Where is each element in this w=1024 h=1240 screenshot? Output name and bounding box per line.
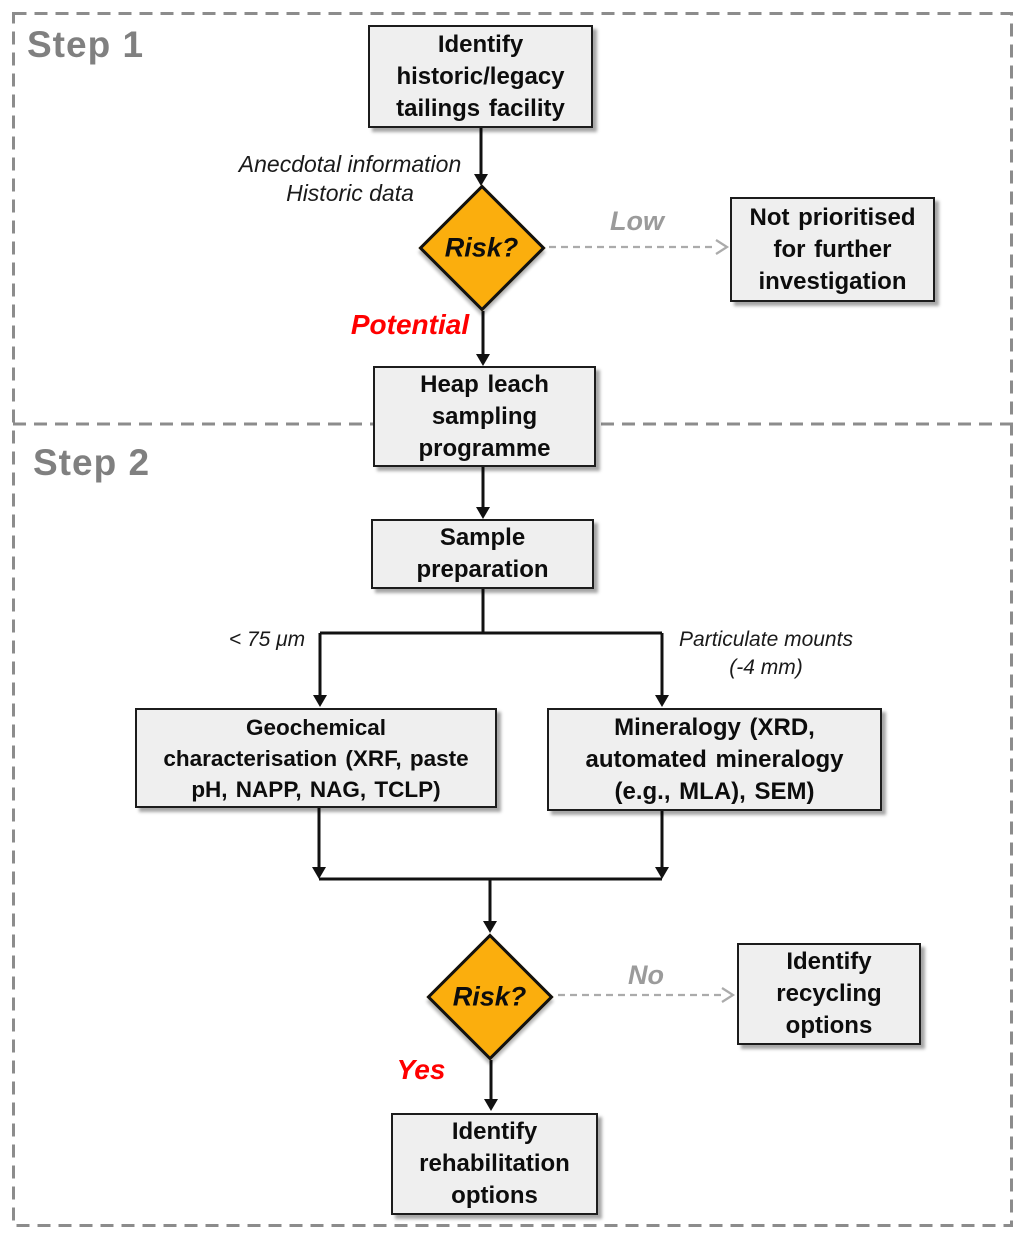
node-geochemical-characterisation: Geochemical characterisation (XRF, paste…: [135, 708, 497, 808]
arrowhead-merge-right: [655, 867, 669, 879]
arrowhead-branch-left: [313, 695, 327, 707]
node-not-prioritised: Not prioritised for further investigatio…: [730, 197, 935, 302]
open-arrowhead-low: [715, 239, 730, 255]
decision-risk2-label: Risk?: [453, 981, 527, 1012]
edge-label-anecdotal: Anecdotal information Historic data: [238, 151, 462, 206]
dashed-connectors: [549, 239, 736, 1003]
arrowhead-risk1-to-heap: [476, 354, 490, 366]
edge-label-particulate-mounts: Particulate mounts (-4 mm): [679, 628, 853, 679]
decision-risk1-label: Risk?: [445, 232, 519, 263]
edge-label-lt75um: < 75 μm: [228, 628, 306, 651]
merge-lines: [317, 808, 664, 924]
edge-label-no: No: [628, 960, 664, 990]
node-identify-rehabilitation: Identify rehabilitation options: [391, 1113, 598, 1215]
edge-label-low: Low: [610, 206, 664, 236]
branch-split-lines: [318, 589, 664, 698]
step1-label: Step 1: [27, 24, 145, 65]
node-heap-leach-sampling: Heap leach sampling programme: [373, 366, 596, 467]
node-identify-recycling: Identify recycling options: [737, 943, 921, 1045]
open-arrowhead-no: [721, 987, 736, 1003]
arrowhead-merge-left: [312, 867, 326, 879]
solid-arrows: [312, 128, 669, 1111]
node-identify-facility: Identify historic/legacy tailings facili…: [368, 25, 593, 128]
arrowhead-merge-to-risk2: [483, 921, 497, 933]
arrowhead-risk2-to-rehab: [484, 1099, 498, 1111]
step2-label: Step 2: [33, 442, 151, 483]
node-mineralogy: Mineralogy (XRD, automated mineralogy (e…: [547, 708, 882, 811]
edge-label-yes: Yes: [396, 1054, 446, 1085]
step-region-border: [12, 12, 1013, 1227]
arrowhead-identify-to-risk1: [474, 174, 488, 186]
node-sample-preparation: Sample preparation: [371, 519, 594, 589]
arrowhead-heap-to-sample: [476, 507, 490, 519]
edge-label-potential: Potential: [350, 309, 470, 340]
arrowhead-branch-right: [655, 695, 669, 707]
